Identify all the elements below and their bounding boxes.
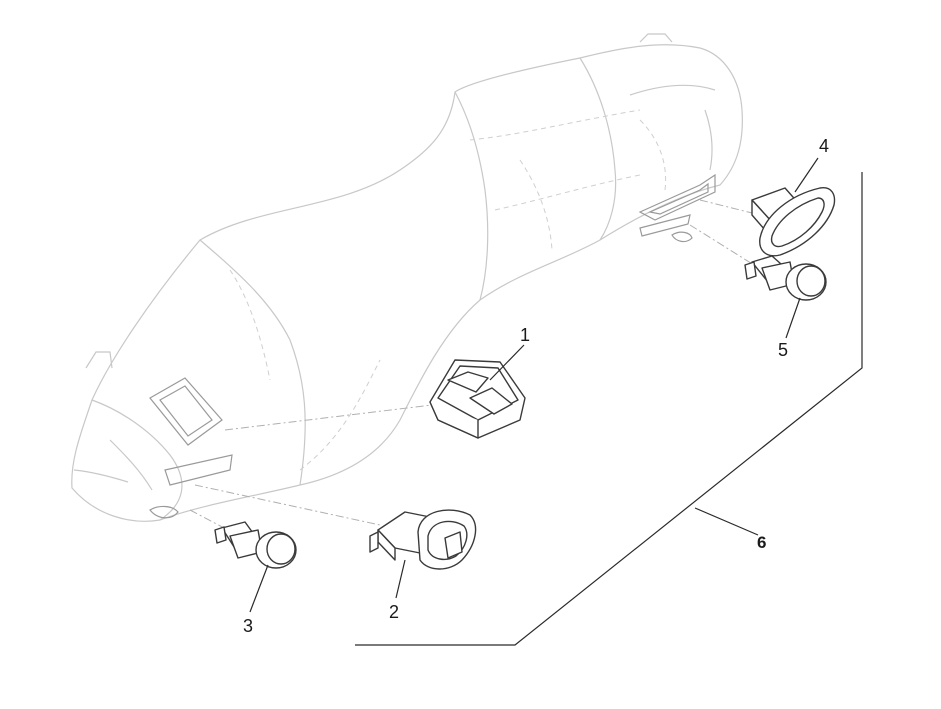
body-panel-hidden-lines — [229, 109, 667, 471]
leader-2 — [395, 559, 406, 599]
leader-6 — [694, 507, 759, 536]
leader-lines — [249, 157, 819, 613]
callout-2: 2 — [389, 602, 400, 622]
part-3-push-button — [214, 521, 297, 569]
part-1-rocker-switch — [429, 359, 526, 439]
assembly-lines — [189, 199, 755, 531]
leader-3 — [249, 564, 269, 613]
part-5-push-button — [744, 255, 827, 301]
left-switch-opening — [149, 377, 233, 519]
part-4-framed-switch — [751, 187, 836, 257]
callout-3: 3 — [243, 616, 254, 636]
kit-6-boundary — [355, 172, 863, 646]
body-panel-outline — [71, 33, 743, 522]
leader-4 — [794, 157, 819, 193]
right-switch-opening — [638, 173, 716, 243]
callout-1: 1 — [520, 325, 531, 345]
callout-6: 6 — [757, 533, 767, 552]
callout-4: 4 — [819, 136, 830, 156]
part-2-framed-switch — [369, 509, 477, 570]
callout-5: 5 — [778, 340, 789, 360]
leader-1 — [489, 344, 525, 381]
leader-5 — [785, 297, 801, 339]
